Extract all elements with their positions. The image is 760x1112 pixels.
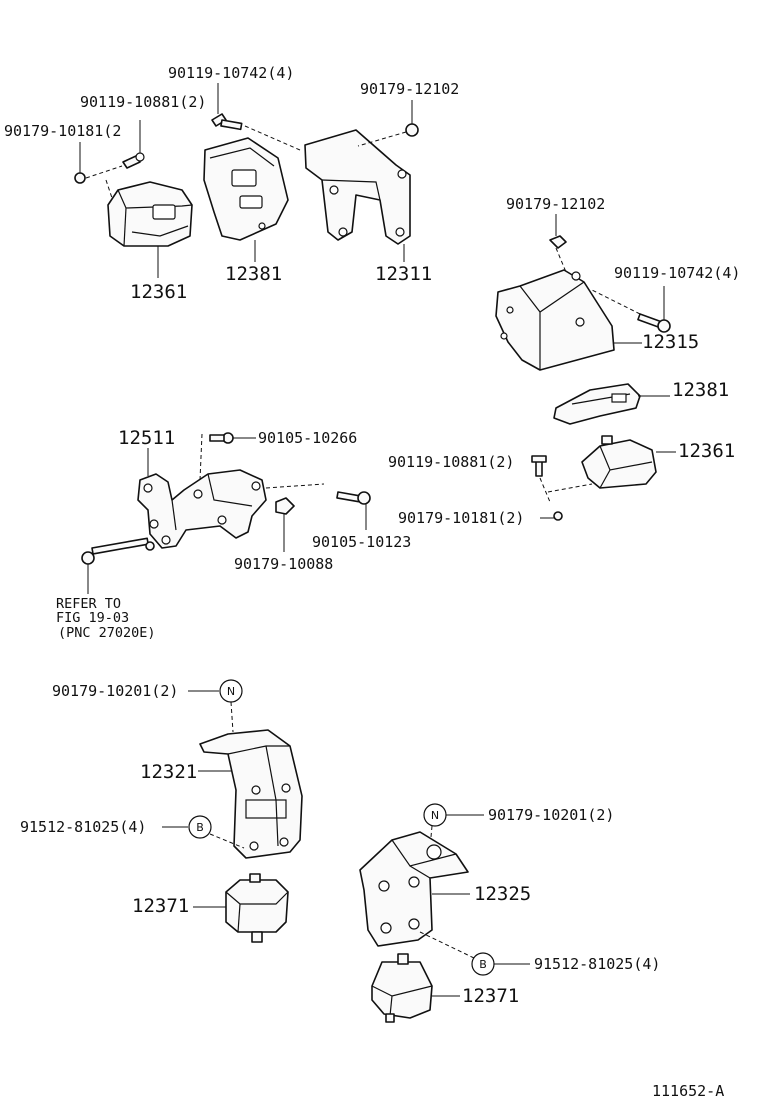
label-90105-10123: 90105-10123: [312, 533, 411, 551]
label-12321: 12321: [140, 761, 197, 783]
nut-90179-10181-top-left: [74, 142, 123, 199]
label-90179-10201-left: 90179-10201(2): [52, 682, 178, 700]
refer-note-line-1: REFER TO: [56, 596, 121, 612]
label-90119-10881-top: 90119-10881(2): [80, 93, 206, 111]
callout-b-right-text: B: [479, 958, 487, 971]
label-90119-10881-right: 90119-10881(2): [388, 453, 514, 471]
nut-90179-10181-right: [540, 511, 563, 521]
engine-mount-insulator-12371-left: [193, 873, 289, 943]
engine-mount-insulator-12361-right: [547, 435, 676, 493]
long-bolt-refer-fig-19-03: [81, 537, 155, 594]
engine-mount-bracket-12311: [304, 129, 411, 262]
label-90119-10742-top: 90119-10742(4): [168, 64, 294, 82]
callout-b-left: B: [162, 815, 245, 849]
label-12361-right: 12361: [678, 440, 735, 462]
bolt-90105-10266: [209, 432, 256, 444]
label-90179-10088: 90179-10088: [234, 555, 333, 573]
bolt-90119-10881-right: [531, 455, 551, 503]
nut-90179-12102-top: [357, 100, 419, 147]
label-12381-left: 12381: [225, 263, 282, 285]
engine-mount-insulator-12371-right: [371, 953, 460, 1023]
engine-mount-stopper-12381-left: [203, 137, 289, 262]
engine-mount-bracket-12511: [137, 433, 325, 549]
bolt-90119-10742-top: [211, 83, 301, 151]
callout-n-left: N: [188, 679, 243, 733]
engine-mount-bracket-12315: [495, 269, 642, 371]
bolt-90105-10123: [336, 491, 371, 530]
label-90179-10181-top: 90179-10181(2: [4, 122, 121, 140]
engine-mount-stopper-12381-right: [553, 383, 670, 425]
callout-b-right: B: [471, 952, 530, 976]
bolt-90119-10881-top-left: [122, 120, 145, 169]
engine-mount-bracket-12325: [359, 831, 475, 959]
label-90179-10181-right: 90179-10181(2): [398, 509, 524, 527]
engine-mount-bracket-12321: [198, 729, 303, 859]
refer-note-line-2: FIG 19-03: [56, 610, 129, 626]
nut-90179-10088: [275, 497, 295, 552]
label-12315: 12315: [642, 331, 699, 353]
callout-b-left-text: B: [196, 821, 204, 834]
label-12311: 12311: [375, 263, 432, 285]
refer-note-line-3: (PNC 27020E): [58, 625, 156, 641]
label-91512-81025-right: 91512-81025(4): [534, 955, 660, 973]
label-90119-10742-right: 90119-10742(4): [614, 264, 740, 282]
label-12371-left: 12371: [132, 895, 189, 917]
callout-n-left-text: N: [227, 685, 235, 698]
label-90179-12102-top: 90179-12102: [360, 80, 459, 98]
label-12511: 12511: [118, 427, 175, 449]
figure-code: 111652-A: [652, 1082, 724, 1100]
label-12325: 12325: [474, 883, 531, 905]
nut-90179-12102-right: [549, 214, 567, 273]
label-12381-right: 12381: [672, 379, 729, 401]
callout-n-right: N: [423, 803, 484, 849]
callout-n-right-text: N: [431, 809, 439, 822]
bolt-90119-10742-right: [591, 286, 671, 333]
label-90179-10201-right: 90179-10201(2): [488, 806, 614, 824]
label-90105-10266: 90105-10266: [258, 429, 357, 447]
label-12371-right: 12371: [462, 985, 519, 1007]
label-12361-left: 12361: [130, 281, 187, 303]
label-90179-12102-right: 90179-12102: [506, 195, 605, 213]
engine-mount-insulator-12361-left: [107, 181, 193, 278]
label-91512-81025-left: 91512-81025(4): [20, 818, 146, 836]
